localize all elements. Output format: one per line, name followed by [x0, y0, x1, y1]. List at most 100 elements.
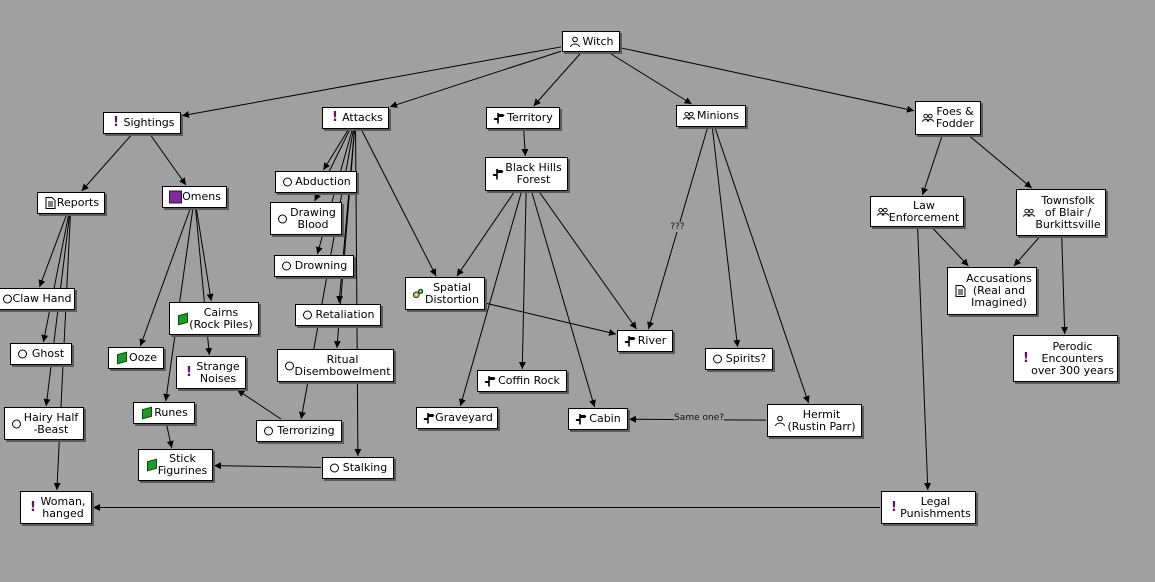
graveyard-node[interactable]: Graveyard	[416, 407, 498, 429]
node-label: Woman, hanged	[40, 494, 86, 520]
drawing-blood-node[interactable]: Drawing Blood	[270, 202, 342, 235]
edge-black_hills-to-spatial	[456, 191, 515, 277]
node-label: Runes	[154, 406, 188, 419]
edge-terrorizing-to-strange_noises	[237, 389, 282, 420]
edge-label: ???	[670, 221, 685, 232]
edge-minions-to-spirits	[711, 127, 741, 348]
exclamation-icon: !	[186, 364, 192, 380]
retaliation-node[interactable]: Retaliation	[295, 304, 381, 326]
circle-icon	[283, 177, 292, 187]
node-label: Ghost	[31, 347, 65, 360]
node-label: Claw Hand	[12, 292, 72, 305]
edge-omens-to-ooze	[139, 208, 191, 347]
signpost-icon	[493, 112, 505, 124]
omens-node[interactable]: Omens	[162, 186, 227, 208]
group-icon	[1023, 207, 1035, 219]
abduction-node[interactable]: Abduction	[275, 171, 357, 193]
ghost-node[interactable]: Ghost	[10, 343, 72, 365]
node-label: Drawing Blood	[290, 205, 336, 231]
edge-minions-to-hermit	[714, 127, 810, 404]
node-label: River	[637, 334, 667, 347]
circle-icon	[12, 419, 21, 428]
circle-icon	[303, 310, 312, 320]
node-label: Accusations (Real and Imagined)	[966, 272, 1032, 309]
edge-law-to-legal	[917, 227, 932, 491]
edge-label: Same one?	[674, 412, 725, 423]
minions-node[interactable]: Minions	[676, 105, 746, 127]
node-label: Spatial Distortion	[425, 280, 479, 306]
edge-reports-to-claw_hand	[38, 214, 67, 288]
woman-hanged-node[interactable]: !Woman, hanged	[20, 491, 92, 524]
black-hills-forest-node[interactable]: Black Hills Forest	[485, 157, 568, 191]
node-label: Retaliation	[315, 308, 375, 321]
runes-node[interactable]: Runes	[133, 402, 195, 424]
circle-icon	[3, 294, 12, 304]
node-label: Witch	[582, 34, 614, 48]
edge-attacks-to-spatial	[361, 129, 437, 277]
node-label: Cabin	[589, 412, 621, 425]
signpost-icon	[423, 412, 435, 424]
edge-witch-to-territory	[533, 52, 582, 107]
sightings-node[interactable]: ! Sightings	[103, 112, 181, 134]
terrorizing-node[interactable]: Terrorizing	[256, 420, 342, 442]
edge-sightings-to-omens	[150, 134, 187, 186]
perodic-encounters-node[interactable]: !Perodic Encounters over 300 years	[1013, 335, 1118, 382]
exclamation-icon: !	[113, 115, 119, 130]
hermit-node[interactable]: Hermit (Rustin Parr)	[767, 404, 862, 437]
gears-icon	[412, 288, 424, 300]
witch-node[interactable]: Witch	[562, 31, 620, 52]
node-label: Stick Figurines	[157, 452, 208, 477]
spatial-distortion-node[interactable]: Spatial Distortion	[405, 277, 485, 310]
townsfolk-node[interactable]: Townsfolk of Blair / Burkittsville	[1016, 189, 1106, 236]
signpost-icon	[575, 413, 587, 425]
attacks-node[interactable]: !Attacks	[322, 107, 389, 129]
exclamation-icon: !	[30, 499, 36, 515]
edge-foes-to-law	[921, 135, 943, 196]
circle-icon	[282, 261, 291, 271]
drowning-node[interactable]: Drowning	[274, 255, 354, 277]
edge-witch-to-foes	[620, 47, 915, 113]
circle-icon	[18, 349, 27, 359]
book-icon	[169, 190, 182, 204]
ritual-disembowelment-node[interactable]: Ritual Disembowelment	[277, 349, 394, 382]
edge-witch-to-attacks	[389, 50, 562, 108]
spirits-node[interactable]: Spirits?	[705, 348, 773, 370]
legal-punishments-node[interactable]: !Legal Punishments	[881, 491, 976, 524]
edge-attacks-to-abduction	[322, 129, 349, 171]
node-label: Strange Noises	[196, 359, 240, 385]
node-label: Legal Punishments	[900, 494, 971, 520]
exclamation-icon: !	[891, 499, 897, 515]
node-label: Terrorizing	[277, 424, 335, 437]
accusations-node[interactable]: Accusations (Real and Imagined)	[947, 267, 1037, 315]
cabin-node[interactable]: Cabin	[568, 408, 628, 430]
edge-omens-to-cairns	[195, 208, 214, 302]
reports-node[interactable]: Reports	[37, 192, 105, 214]
node-label: Foes & Fodder	[936, 105, 974, 130]
edge-foes-to-townsfolk	[969, 135, 1033, 189]
exclamation-icon: !	[332, 110, 338, 125]
exclamation-icon: !	[1023, 350, 1029, 366]
node-label: Graveyard	[435, 411, 493, 424]
strange-noises-node[interactable]: !Strange Noises	[176, 356, 246, 389]
node-label: Omens	[182, 190, 221, 203]
edge-townsfolk-to-accusations	[1013, 236, 1040, 267]
territory-node[interactable]: Territory	[486, 107, 560, 129]
signpost-icon	[484, 375, 496, 387]
edge-black_hills-to-coffin_rock	[518, 191, 527, 370]
coffin-rock-node[interactable]: Coffin Rock	[477, 370, 567, 392]
ooze-node[interactable]: Ooze	[108, 347, 164, 369]
claw-hand-node[interactable]: Claw Hand	[0, 288, 75, 310]
node-label: Cairns (Rock Piles)	[189, 305, 253, 331]
node-label: Minions	[696, 109, 739, 122]
node-label: Sightings	[123, 116, 175, 129]
law-enforcement-node[interactable]: Law Enforcement	[870, 196, 964, 227]
river-node[interactable]: River	[617, 330, 673, 352]
stick-figurines-node[interactable]: Stick Figurines	[138, 449, 213, 481]
cairns-node[interactable]: Cairns (Rock Piles)	[169, 302, 259, 335]
hairy-half-beast-node[interactable]: Hairy Half -Beast	[4, 407, 84, 440]
foes-fodder-node[interactable]: Foes & Fodder	[915, 101, 981, 135]
circle-icon	[713, 354, 722, 364]
stalking-node[interactable]: Stalking	[322, 457, 394, 479]
circle-icon	[264, 426, 273, 436]
